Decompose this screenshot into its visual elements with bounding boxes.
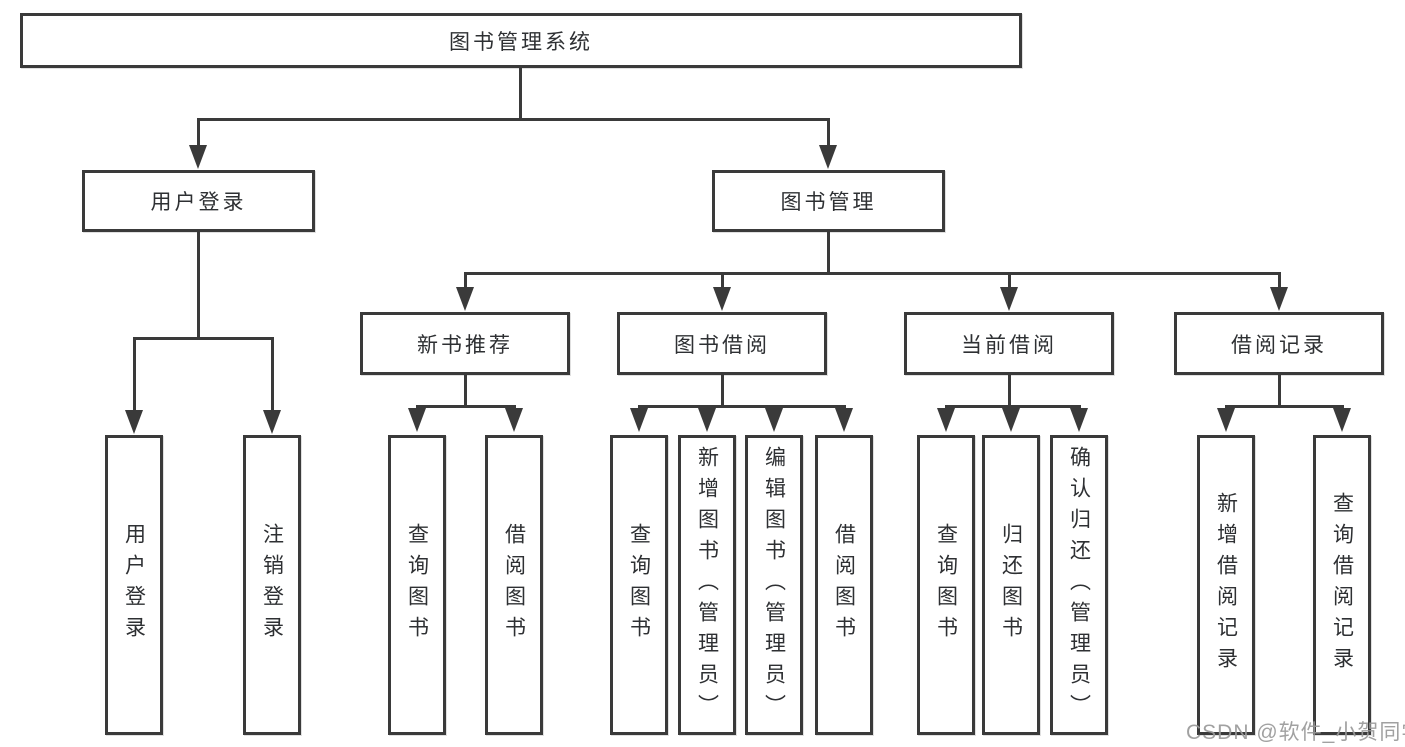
connector-line [197, 231, 200, 337]
leaf-add-borrow-record: 新增借阅记录 [1197, 435, 1255, 735]
connector-line [271, 337, 274, 413]
node-user-login: 用户登录 [82, 170, 315, 232]
leaf-borrow-books-recommend: 借阅图书 [485, 435, 543, 735]
connector-line [197, 118, 830, 121]
arrowhead-down-icon [263, 410, 281, 434]
connector-line [1008, 272, 1011, 292]
connector-line [133, 337, 274, 340]
connector-line [133, 337, 136, 413]
leaf-confirm-return-admin: 确认归还（管理员） [1050, 435, 1108, 735]
arrowhead-down-icon [937, 408, 955, 432]
connector-line [827, 232, 830, 272]
connector-line [464, 374, 467, 405]
connector-line [1225, 405, 1344, 408]
connector-line [721, 374, 724, 405]
arrowhead-down-icon [630, 408, 648, 432]
arrowhead-down-icon [835, 408, 853, 432]
connector-line [416, 405, 516, 408]
connector-line [464, 272, 467, 292]
connector-line [197, 118, 200, 150]
arrowhead-down-icon [1217, 408, 1235, 432]
node-current-borrowing: 当前借阅 [904, 312, 1114, 375]
arrowhead-down-icon [125, 410, 143, 434]
arrowhead-down-icon [819, 145, 837, 169]
connector-line [638, 405, 846, 408]
arrowhead-down-icon [1270, 287, 1288, 311]
connector-line [519, 68, 522, 120]
connector-line [1278, 272, 1281, 292]
leaf-logout: 注销登录 [243, 435, 301, 735]
arrowhead-down-icon [1070, 408, 1088, 432]
arrowhead-down-icon [1000, 287, 1018, 311]
connector-line [1278, 374, 1281, 405]
arrowhead-down-icon [713, 287, 731, 311]
arrowhead-down-icon [456, 287, 474, 311]
connector-line [945, 405, 1081, 408]
arrowhead-down-icon [698, 408, 716, 432]
leaf-query-books-borrowing: 查询图书 [610, 435, 668, 735]
leaf-borrow-books: 借阅图书 [815, 435, 873, 735]
leaf-query-borrow-record: 查询借阅记录 [1313, 435, 1371, 735]
node-new-book-recommendation: 新书推荐 [360, 312, 570, 375]
node-book-management: 图书管理 [712, 170, 945, 232]
csdn-watermark: CSDN @软件_小贺同学 [1186, 721, 1405, 744]
connector-line [1008, 374, 1011, 405]
leaf-query-books-recommend: 查询图书 [388, 435, 446, 735]
arrowhead-down-icon [189, 145, 207, 169]
leaf-query-books-current: 查询图书 [917, 435, 975, 735]
arrowhead-down-icon [765, 408, 783, 432]
connector-line [464, 272, 1281, 275]
leaf-return-books: 归还图书 [982, 435, 1040, 735]
node-book-borrowing: 图书借阅 [617, 312, 827, 375]
arrowhead-down-icon [1333, 408, 1351, 432]
connector-line [721, 272, 724, 292]
arrowhead-down-icon [408, 408, 426, 432]
arrowhead-down-icon [505, 408, 523, 432]
leaf-edit-books-admin: 编辑图书（管理员） [745, 435, 803, 735]
connector-line [827, 118, 830, 150]
leaf-user-login: 用户登录 [105, 435, 163, 735]
leaf-add-books-admin: 新增图书（管理员） [678, 435, 736, 735]
node-book-management-system: 图书管理系统 [20, 13, 1022, 68]
node-borrowing-records: 借阅记录 [1174, 312, 1384, 375]
arrowhead-down-icon [1002, 408, 1020, 432]
